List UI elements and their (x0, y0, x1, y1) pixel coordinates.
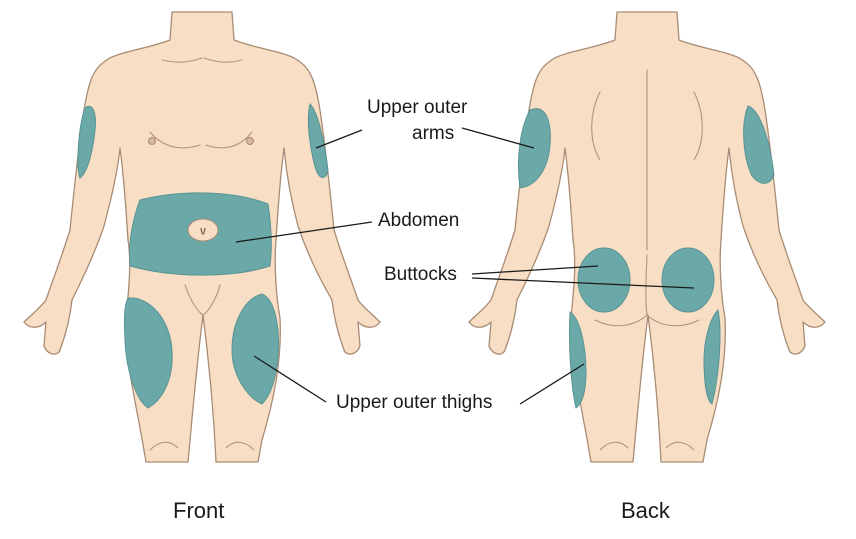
back-left-upper-arm-site (518, 108, 551, 189)
front-left-thigh-site (123, 297, 173, 409)
back-figure (468, 11, 826, 463)
label-abdomen: Abdomen (378, 210, 460, 231)
leader-lines (235, 127, 695, 405)
front-right-thigh-site (231, 293, 279, 405)
leader-arm-front (315, 129, 363, 149)
front-right-upper-arm-site (307, 103, 329, 178)
label-buttocks: Buttocks (384, 264, 457, 285)
leader-abdomen (235, 221, 373, 243)
label-upper-outer-arms-line1: Upper outer (367, 97, 468, 118)
label-upper-outer-thighs: Upper outer thighs (336, 392, 493, 413)
leader-buttock-right (471, 277, 695, 289)
label-upper-outer-arms-line2: arms (412, 123, 455, 144)
back-left-buttock-site (577, 247, 631, 313)
leader-arm-back (461, 127, 535, 149)
caption-front: Front (173, 498, 225, 523)
back-right-thigh-site (703, 308, 721, 405)
back-right-upper-arm-site (743, 105, 775, 184)
front-figure (23, 11, 381, 463)
leader-thigh-back (519, 363, 585, 405)
front-left-upper-arm-site (77, 105, 96, 179)
back-left-thigh-site (568, 311, 587, 409)
back-right-buttock-site (661, 247, 715, 313)
caption-back: Back (621, 498, 670, 523)
leader-buttock-left (471, 265, 599, 275)
leader-thigh-front (253, 355, 327, 403)
